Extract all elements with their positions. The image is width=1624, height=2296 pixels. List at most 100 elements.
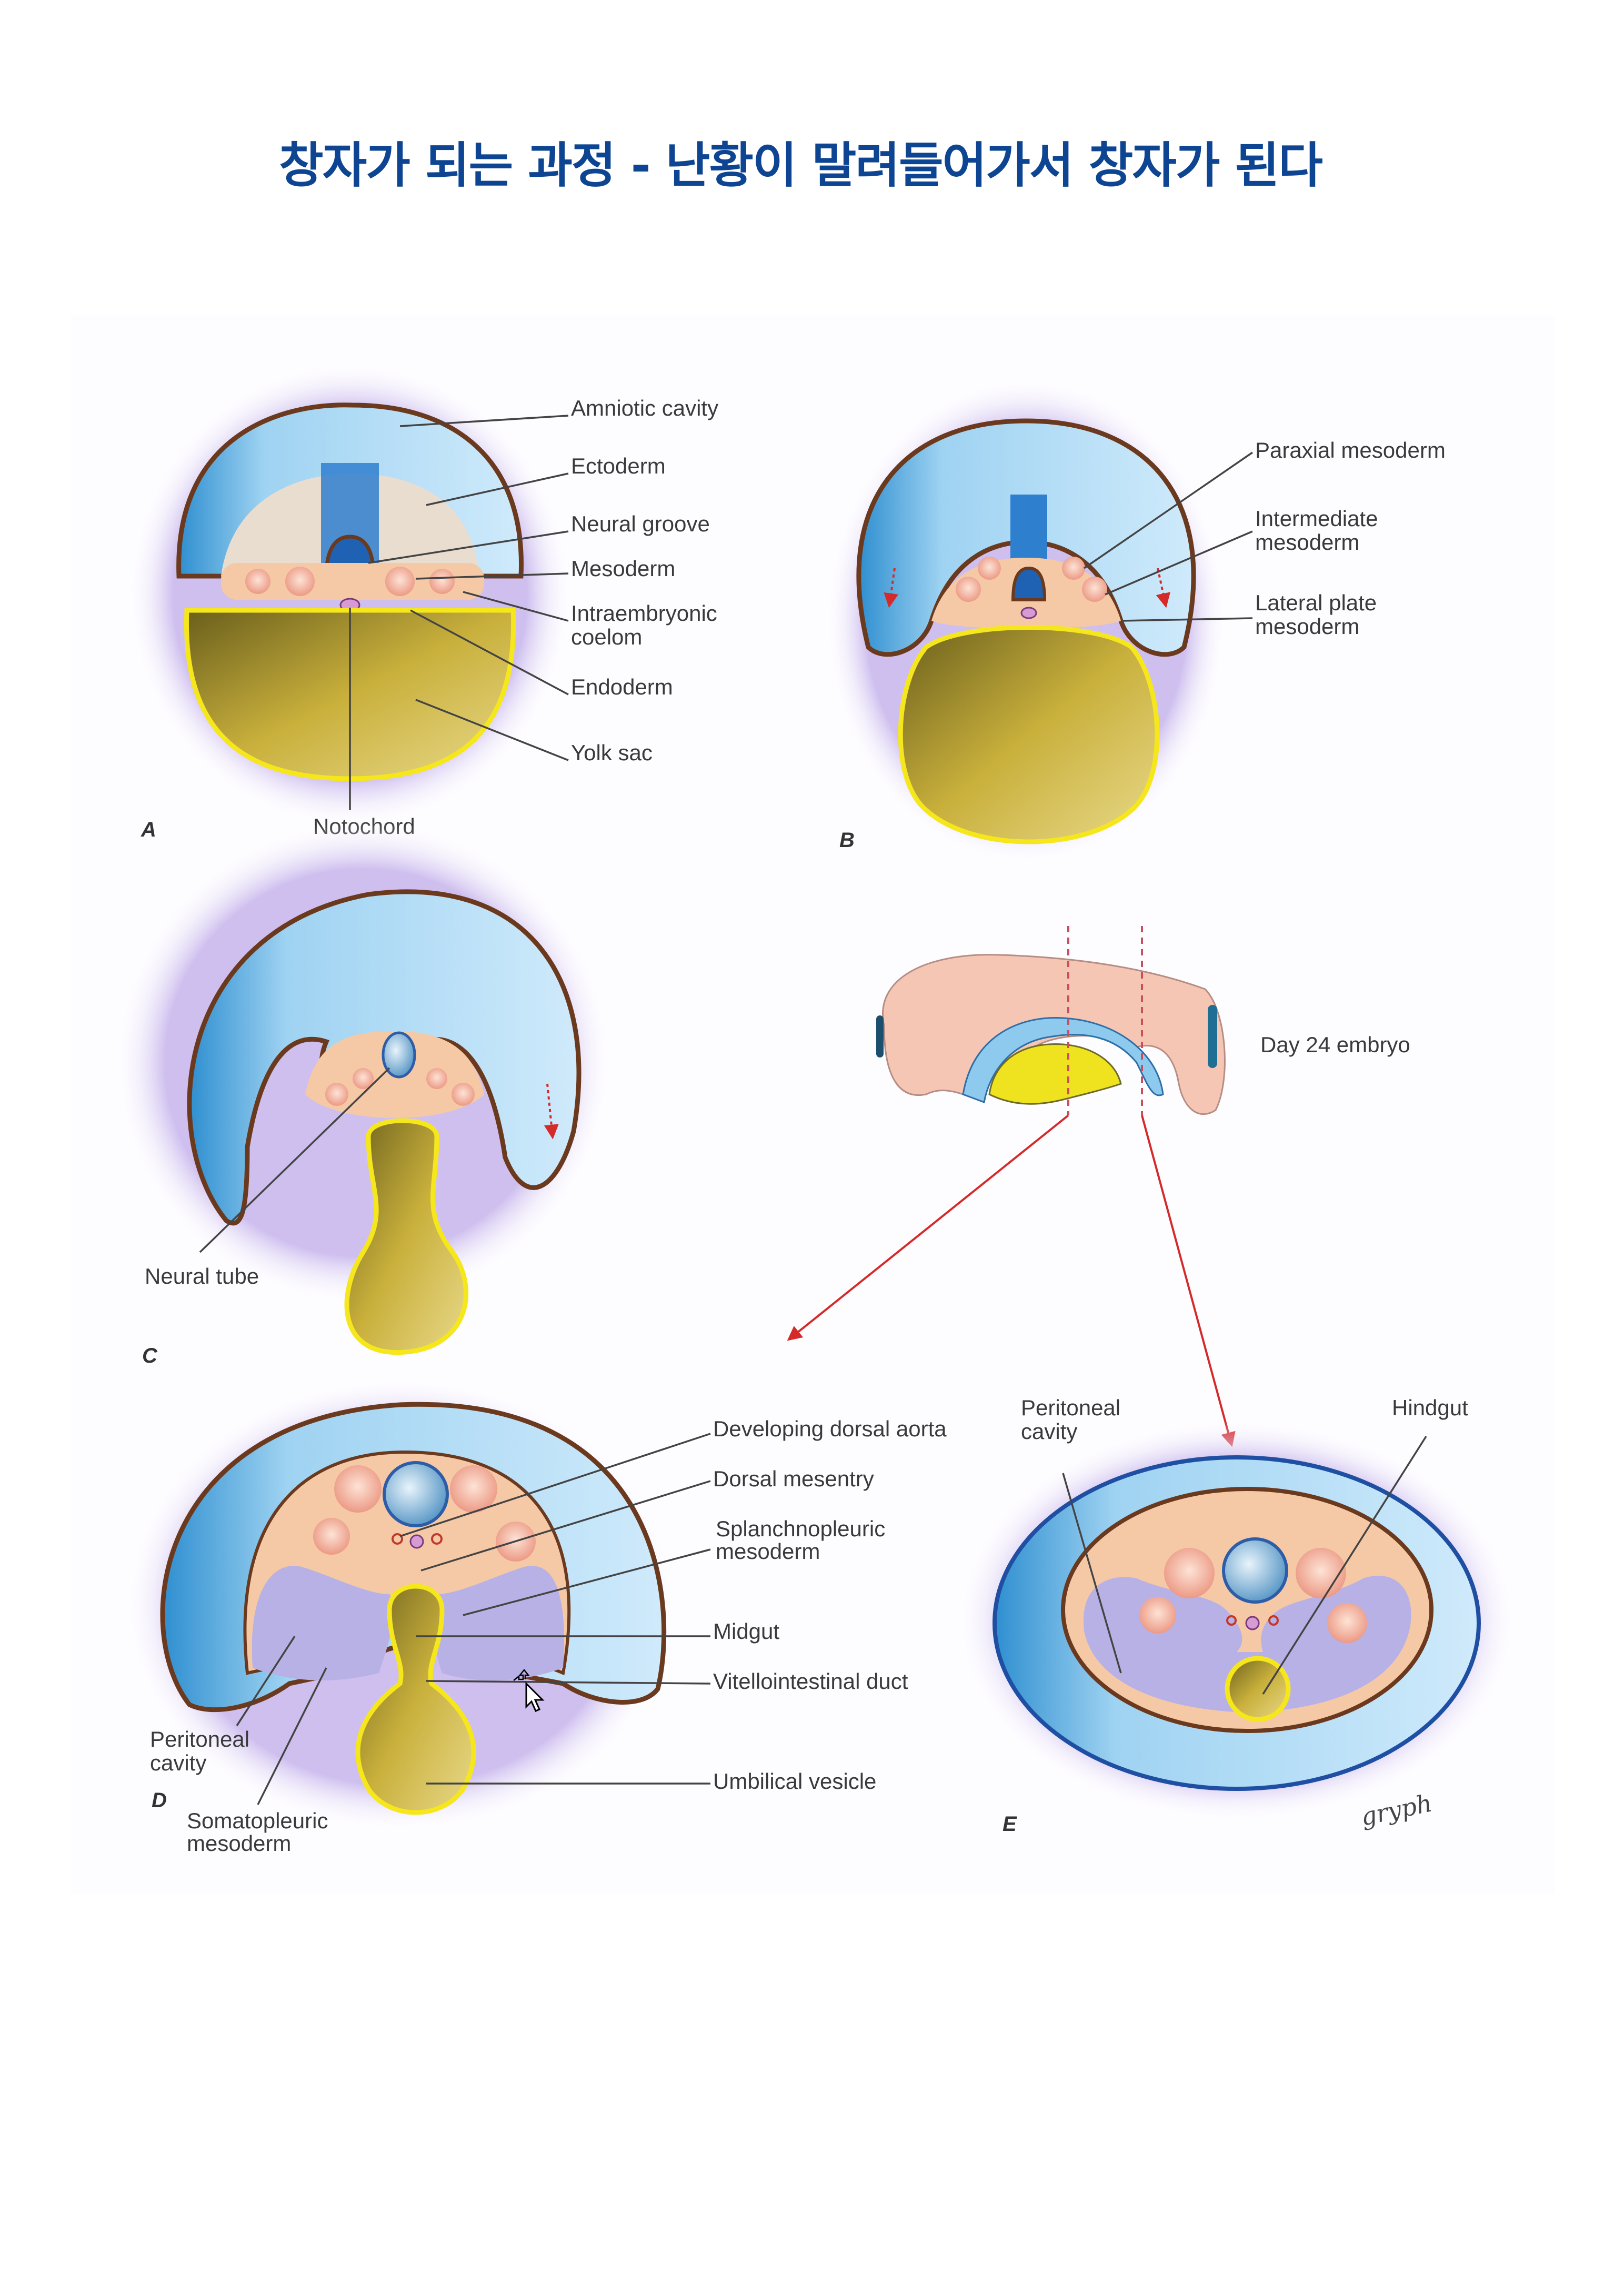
label-somatopleuric: Somatopleuric [187, 1808, 328, 1833]
somite [1082, 577, 1107, 602]
leader-line [1084, 451, 1253, 569]
panel-d-peritoneal-cavity-left [252, 1566, 394, 1680]
panel-letter-d: D [152, 1789, 167, 1812]
leader-line [1105, 530, 1253, 596]
label-intermediate: Intermediate [1255, 506, 1378, 531]
somite [1062, 557, 1085, 580]
panel-b-neural-groove [1011, 566, 1047, 601]
leader-line [199, 1067, 390, 1253]
dorsal-aorta [1226, 1615, 1237, 1626]
somite [1327, 1603, 1367, 1643]
label-dorsal-mesentry: Dorsal mesentry [713, 1466, 874, 1491]
pointer-arrow-e [1141, 1115, 1236, 1447]
somite [385, 567, 415, 596]
panel-b-yolk-sac [898, 625, 1160, 844]
somite [325, 1083, 348, 1106]
label-endoderm: Endoderm [571, 674, 673, 699]
panel-d: Developing dorsal aorta Dorsal mesentry … [126, 1378, 947, 1856]
somite [1139, 1597, 1176, 1634]
panel-letter-a: A [141, 818, 156, 841]
leader-line [426, 1680, 711, 1685]
leader-line [410, 609, 569, 696]
label-amniotic-cavity: Amniotic cavity [571, 396, 718, 420]
label-day-24-embryo: Day 24 embryo [1260, 1032, 1410, 1057]
label-midgut: Midgut [713, 1619, 779, 1644]
panel-letter-e: E [1003, 1812, 1017, 1836]
somite [313, 1518, 350, 1555]
label-peritoneal-cavity: cavity [150, 1750, 206, 1775]
panel-letter-b: B [839, 829, 855, 852]
somite [978, 557, 1001, 580]
leader-line [257, 1667, 327, 1805]
label-splanchnopleuric-mesoderm: mesoderm [716, 1539, 820, 1564]
leader-line [368, 530, 569, 564]
panel-c: Neural tube C [116, 821, 610, 1367]
somite [245, 569, 270, 594]
panel-c-yolk-sac [344, 1118, 469, 1355]
somite [334, 1465, 382, 1513]
leader-line [426, 472, 569, 506]
label-umbilical-vesicle: Umbilical vesicle [713, 1769, 876, 1794]
somite [1296, 1548, 1346, 1598]
label-splanchnopleuric: Splanchnopleuric [716, 1516, 885, 1541]
panel-a-mesoderm-layer [221, 563, 484, 600]
label-lateral-plate: Lateral plate [1255, 590, 1377, 615]
panel-a: Amniotic cavity Ectoderm Neural groove M… [129, 363, 718, 841]
label-mesoderm: Mesoderm [571, 556, 675, 581]
leader-line [463, 591, 569, 622]
label-yolk-sac: Yolk sac [571, 740, 653, 765]
label-paraxial-mesoderm: Paraxial mesoderm [1255, 438, 1446, 462]
somite [285, 567, 315, 596]
panel-d-notochord [409, 1534, 424, 1549]
leader-line [463, 1548, 711, 1616]
label-lateral-plate-mesoderm: mesoderm [1255, 614, 1359, 639]
dorsal-aorta [431, 1533, 443, 1545]
somite [450, 1465, 497, 1513]
panel-e-hindgut [1225, 1656, 1291, 1722]
label-intermediate-mesoderm: mesoderm [1255, 530, 1359, 555]
label-peritoneal-cavity: cavity [1021, 1419, 1077, 1444]
embryo-head-cap [876, 1015, 884, 1058]
leader-line [415, 699, 569, 761]
leader-line [399, 1433, 711, 1537]
fold-arrow [544, 1083, 559, 1140]
leader-line [420, 1480, 711, 1572]
dorsal-aorta [392, 1533, 403, 1545]
panel-a-somites [245, 567, 455, 596]
panel-b: Paraxial mesoderm Intermediate mesoderm … [826, 379, 1446, 863]
label-peritoneal: Peritoneal [1021, 1395, 1120, 1420]
embryo-yolk [988, 1043, 1122, 1105]
somite [426, 1068, 447, 1089]
dorsal-aorta [1268, 1615, 1279, 1626]
panel-d-gut-and-vesicle [355, 1584, 476, 1815]
panel-e-notochord [1245, 1616, 1260, 1630]
label-hindgut: Hindgut [1392, 1395, 1468, 1420]
label-peritoneal: Peritoneal [150, 1727, 249, 1751]
panel-d-peritoneal-cavity-right [431, 1566, 564, 1680]
leader-line [1262, 1436, 1427, 1695]
page-title: 창자가 되는 과정 - 난황이 말려들어가서 창자가 된다 [279, 137, 1323, 194]
panel-c-neural-tube [382, 1031, 416, 1079]
panel-d-neural-tube [383, 1461, 449, 1527]
leader-line [236, 1636, 296, 1726]
pointer-arrow-d [787, 1114, 1069, 1341]
somite [1164, 1548, 1215, 1598]
label-coelom: coelom [571, 625, 642, 649]
label-developing-dorsal-aorta: Developing dorsal aorta [713, 1416, 947, 1441]
panel-e-neural-tube [1222, 1537, 1288, 1604]
embryo-amnion-band [962, 1017, 1164, 1104]
somite [353, 1068, 374, 1089]
leader-line [1062, 1473, 1122, 1674]
move-cursor-icon [513, 1668, 545, 1712]
label-somatopleuric-mesoderm: mesoderm [187, 1831, 291, 1856]
label-neural-groove: Neural groove [571, 511, 710, 536]
somite [429, 569, 455, 594]
panel-b-notochord [1020, 607, 1037, 619]
leader-line [1120, 617, 1253, 622]
day24-embryo: Day 24 embryo [787, 926, 1410, 1447]
label-vitellointestinal-duct: Vitellointestinal duct [713, 1669, 908, 1694]
somite [452, 1083, 475, 1106]
panel-letter-c: C [142, 1344, 158, 1367]
label-intraembryonic: Intraembryonic [571, 601, 717, 626]
